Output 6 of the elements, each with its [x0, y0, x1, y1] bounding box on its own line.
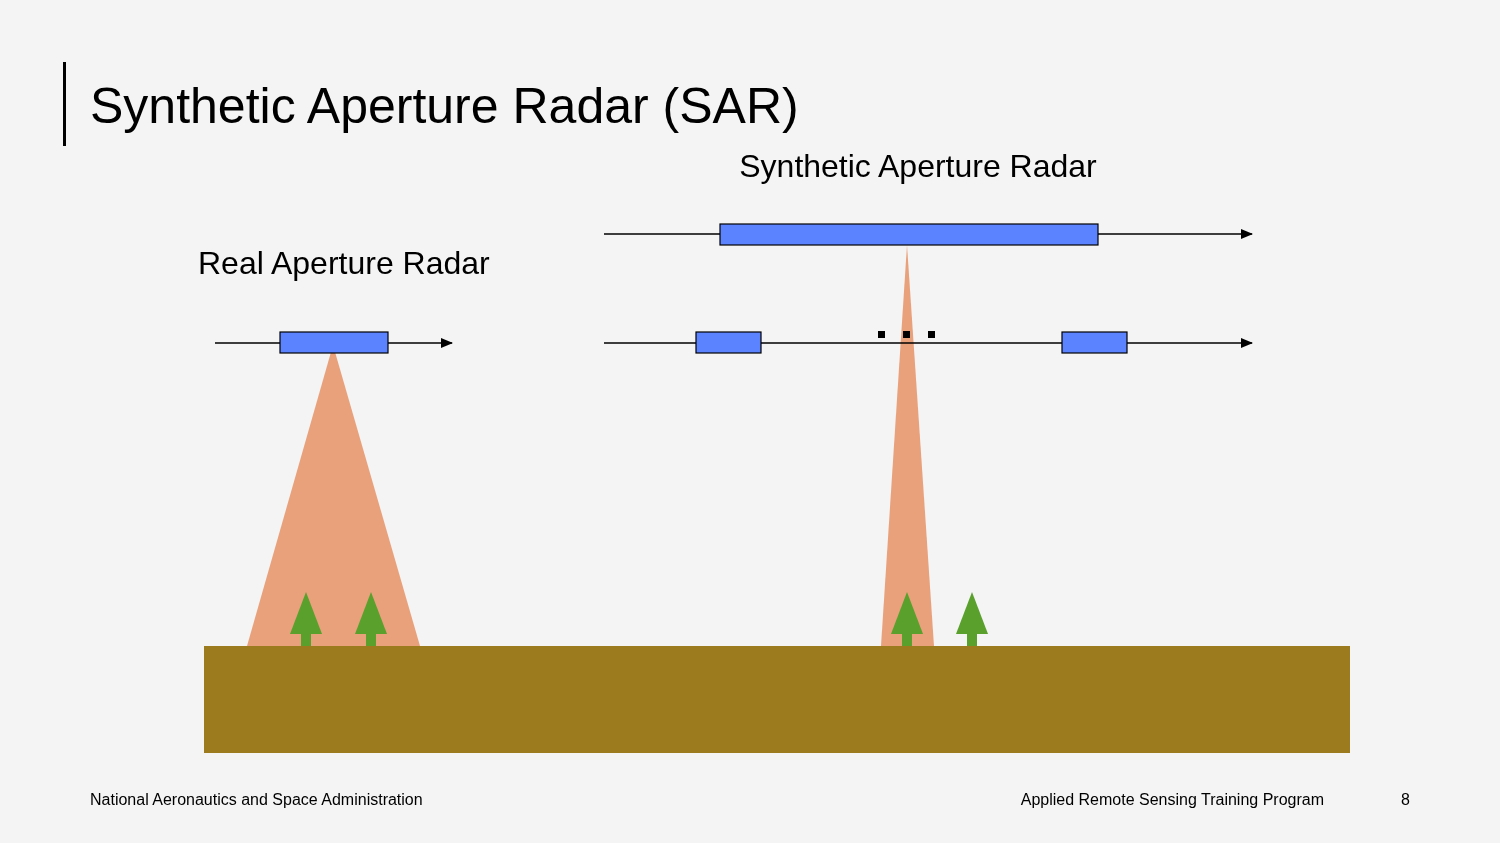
diagram-heading: Synthetic Aperture Radar — [739, 148, 1097, 185]
slide-title: Synthetic Aperture Radar (SAR) — [90, 78, 799, 136]
footer-text: Applied Remote Sensing Training Program — [1020, 791, 1324, 810]
footer-text: National Aeronautics and Space Administration — [90, 791, 423, 810]
page-number: 8 — [1401, 791, 1410, 810]
diagram-heading: Real Aperture Radar — [198, 245, 490, 282]
